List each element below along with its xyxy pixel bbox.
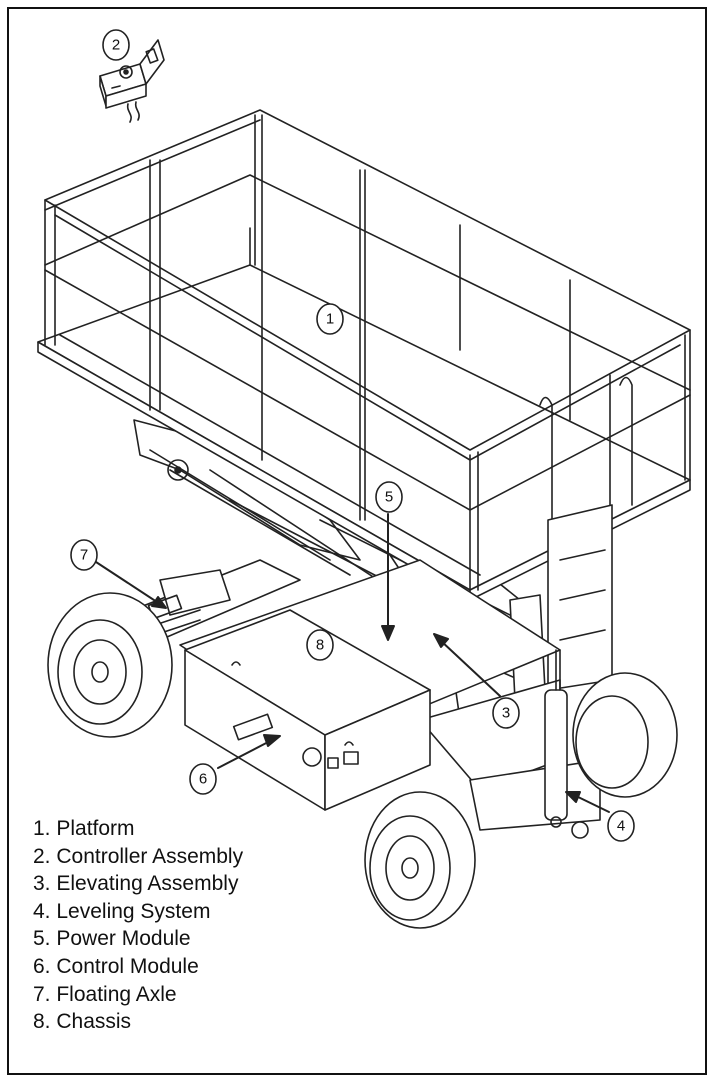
svg-text:5: 5 bbox=[385, 489, 393, 506]
rear-left-wheel bbox=[47, 592, 173, 738]
svg-text:4: 4 bbox=[617, 818, 625, 835]
leader-lines bbox=[95, 513, 610, 813]
callout-2: 2 bbox=[102, 29, 130, 61]
platform bbox=[37, 109, 691, 691]
leveling-system bbox=[544, 649, 589, 839]
legend-item-controller-assembly: 2. Controller Assembly bbox=[33, 844, 244, 868]
legend-item-power-module: 5. Power Module bbox=[33, 927, 191, 951]
controller-assembly bbox=[99, 39, 165, 123]
legend-item-platform: 1. Platform bbox=[33, 817, 135, 840]
callout-6: 6 bbox=[189, 763, 217, 795]
legend-item-leveling-system: 4. Leveling System bbox=[33, 899, 211, 923]
front-right-wheel bbox=[572, 672, 678, 798]
callout-7: 7 bbox=[70, 539, 98, 571]
svg-text:8: 8 bbox=[316, 637, 324, 654]
parts-legend: 1. Platform 2. Controller Assembly 3. El… bbox=[33, 815, 243, 1036]
svg-text:2: 2 bbox=[112, 37, 120, 54]
callout-1: 1 bbox=[316, 303, 344, 335]
svg-text:1: 1 bbox=[326, 311, 334, 328]
callout-8: 8 bbox=[306, 629, 334, 661]
legend-item-elevating-assembly: 3. Elevating Assembly bbox=[33, 872, 239, 896]
callout-4: 4 bbox=[607, 810, 635, 842]
front-left-wheel bbox=[364, 791, 476, 929]
svg-text:3: 3 bbox=[502, 705, 510, 722]
svg-text:6: 6 bbox=[199, 771, 207, 788]
callout-3: 3 bbox=[492, 697, 520, 729]
callout-markers: 1 2 3 4 5 6 7 8 bbox=[70, 29, 635, 842]
control-module bbox=[184, 609, 431, 811]
callout-5: 5 bbox=[375, 481, 403, 513]
svg-text:7: 7 bbox=[80, 547, 88, 564]
floating-axle bbox=[109, 559, 301, 651]
legend-item-chassis: 8. Chassis bbox=[33, 1010, 132, 1034]
legend-item-floating-axle: 7. Floating Axle bbox=[33, 982, 177, 1006]
legend-item-control-module: 6. Control Module bbox=[33, 954, 199, 978]
